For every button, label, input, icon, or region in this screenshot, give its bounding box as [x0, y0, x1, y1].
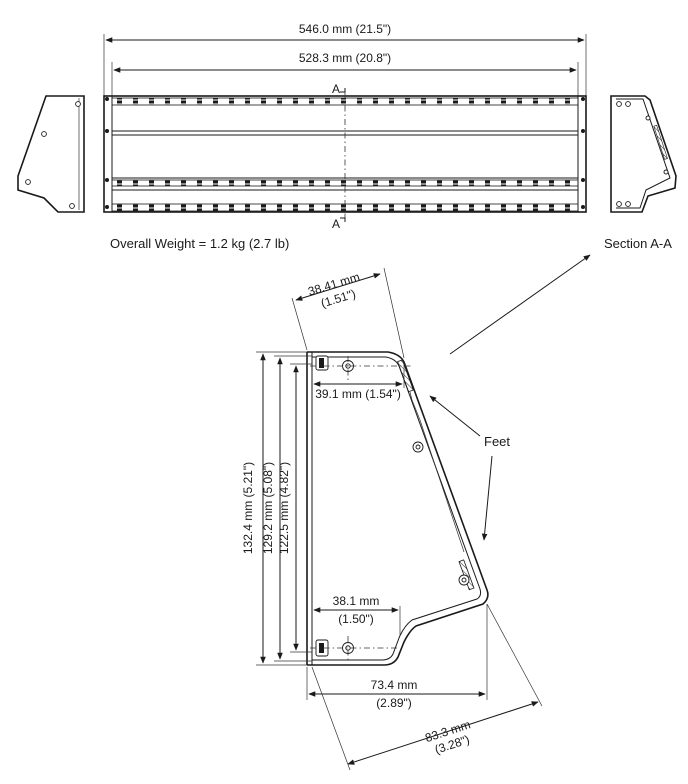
- section-a-a-label: Section A-A: [604, 236, 672, 251]
- section-marker-bottom: A: [332, 217, 340, 231]
- height-label-2: 129.2 mm (5.08"): [261, 462, 275, 554]
- inner-width-label: 528.3 mm (20.8"): [299, 51, 391, 65]
- slant-depth-dimension: 83.3 mm (3.28"): [311, 603, 543, 771]
- top-depth-dimension: 38.41 mm (1.51"): [291, 267, 405, 359]
- height-dimensions: 132.4 mm (5.21") 129.2 mm (5.08") 122.5 …: [241, 351, 312, 666]
- base-depth-label-in: (2.89"): [376, 696, 412, 710]
- top-flange-label: 39.1 mm (1.54"): [315, 387, 401, 401]
- bottom-flange-dimension: 38.1 mm (1.50"): [313, 594, 401, 636]
- height-label-3: 122.5 mm (4.82"): [277, 462, 291, 554]
- base-depth-dimension: 73.4 mm (2.89"): [306, 604, 488, 710]
- front-view: A A: [103, 82, 587, 231]
- height-label-1: 132.4 mm (5.21"): [241, 462, 255, 554]
- overall-width-label: 546.0 mm (21.5"): [299, 22, 391, 36]
- section-view-small: [610, 95, 677, 213]
- section-view-large: [306, 351, 489, 666]
- bottom-flange-label-in: (1.50"): [338, 612, 374, 626]
- feet-callout: Feet: [429, 395, 510, 541]
- section-marker-top: A: [332, 82, 340, 96]
- top-flange-dimension: 39.1 mm (1.54"): [313, 362, 405, 401]
- base-depth-label-mm: 73.4 mm: [371, 678, 418, 692]
- section-pointer-arrow: [449, 254, 591, 355]
- bottom-flange-label-mm: 38.1 mm: [333, 594, 380, 608]
- left-side-view: [17, 95, 85, 213]
- overall-width-dimension: 546.0 mm (21.5"): [103, 22, 587, 96]
- feet-label: Feet: [484, 434, 510, 449]
- weight-label: Overall Weight = 1.2 kg (2.7 lb): [110, 236, 289, 251]
- inner-width-dimension: 528.3 mm (20.8"): [111, 51, 579, 96]
